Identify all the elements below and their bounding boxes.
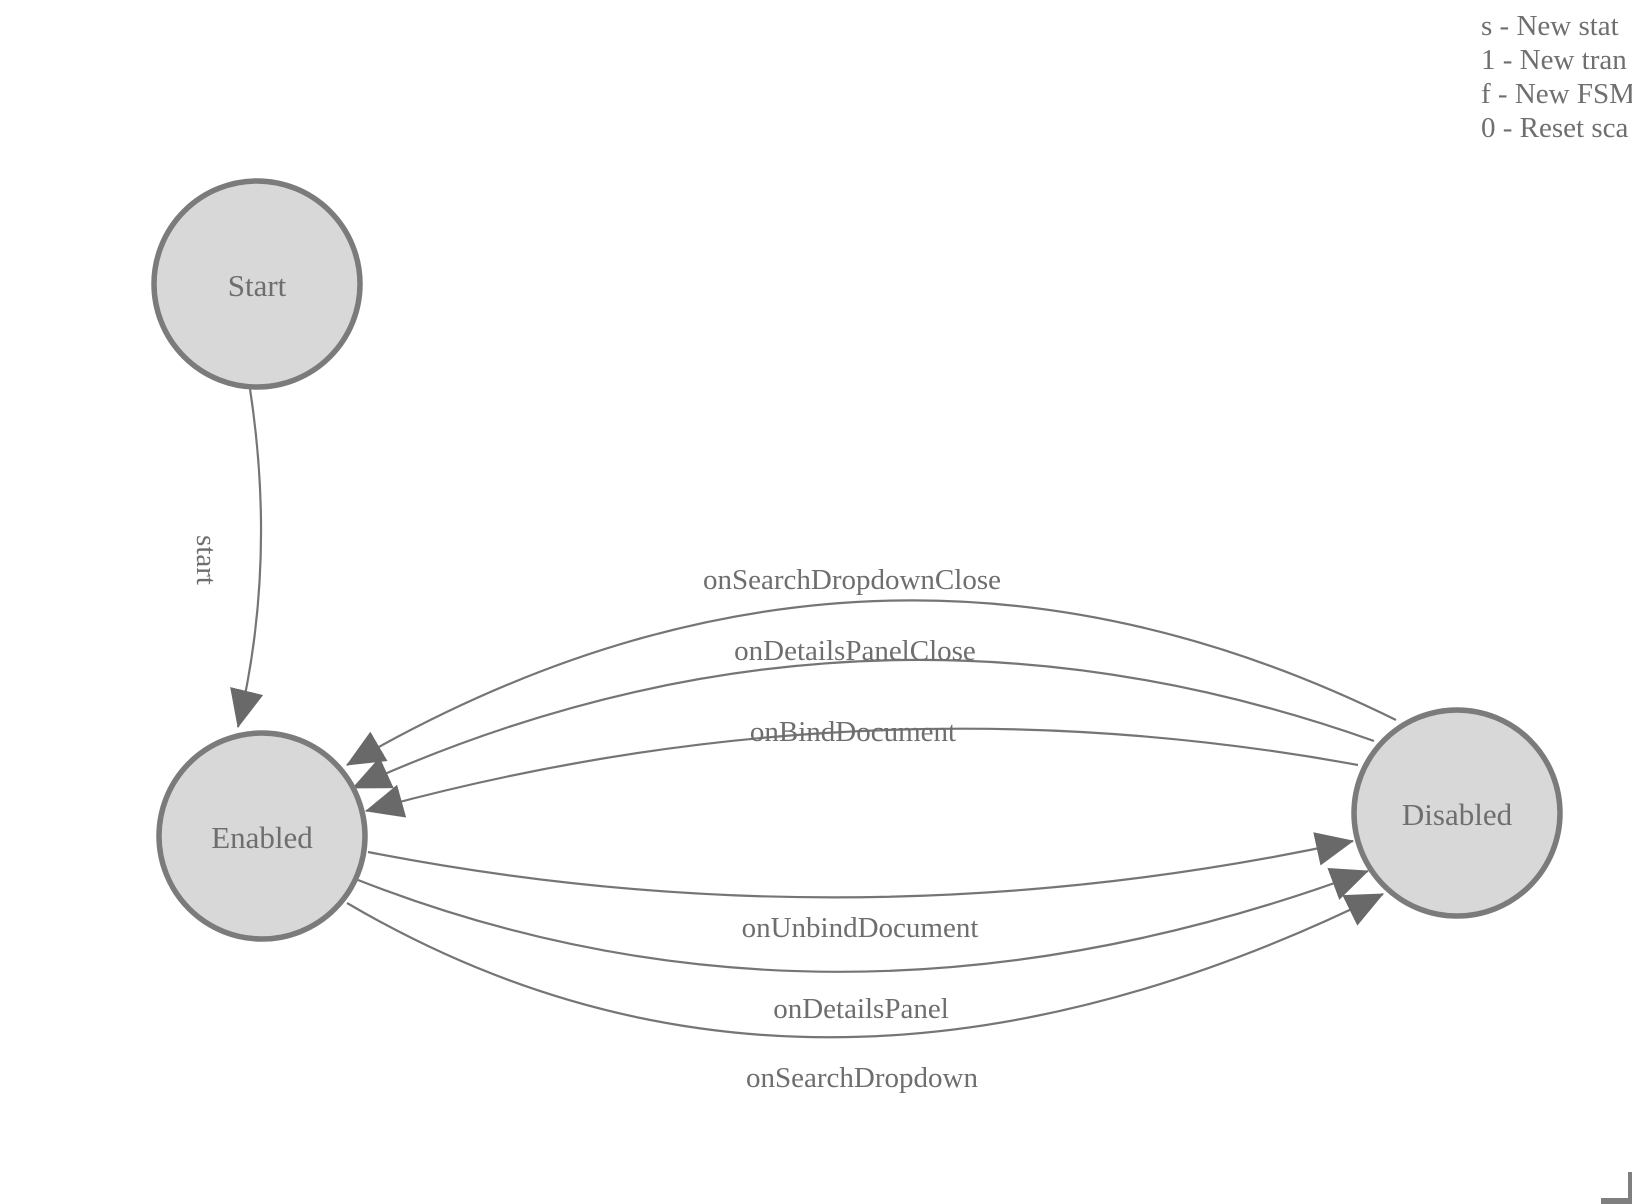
state-disabled-label: Disabled bbox=[1402, 797, 1513, 832]
state-start-label: Start bbox=[228, 268, 287, 303]
edge-onSearchDropdown[interactable] bbox=[346, 893, 1384, 1039]
legend-item-new-fsm: f - New FSM bbox=[1481, 78, 1632, 110]
transition-labels: start onSearchDropdownClose onDetailsPan… bbox=[190, 535, 1001, 1094]
edge-onDetailsPanelClose[interactable] bbox=[352, 658, 1375, 790]
legend-item-new-state: s - New stat bbox=[1481, 10, 1619, 42]
edge-onSearchDropdownClose[interactable] bbox=[346, 599, 1397, 766]
edge-label-onDetailsPanelClose: onDetailsPanelClose bbox=[734, 635, 976, 667]
paper-corner-horizontal bbox=[1601, 1198, 1632, 1204]
legend-item-new-transition: 1 - New tran bbox=[1481, 44, 1627, 76]
edge-label-onBindDocument: onBindDocument bbox=[750, 716, 956, 748]
edge-label-onUnbindDocument: onUnbindDocument bbox=[742, 912, 979, 944]
state-enabled-label: Enabled bbox=[211, 820, 313, 855]
state-start-circle[interactable] bbox=[151, 178, 363, 390]
edge-onUnbindDocument[interactable] bbox=[367, 832, 1354, 899]
edge-label-onSearchDropdownClose: onSearchDropdownClose bbox=[703, 564, 1001, 596]
edge-label-start: start bbox=[190, 535, 222, 585]
transition-edges bbox=[230, 388, 1397, 1039]
edge-onBindDocument[interactable] bbox=[365, 727, 1359, 818]
edge-onDetailsPanel[interactable] bbox=[357, 867, 1369, 973]
state-enabled-circle[interactable] bbox=[156, 730, 368, 942]
state-disabled-circle[interactable] bbox=[1351, 707, 1563, 919]
legend-item-reset-scale: 0 - Reset sca bbox=[1481, 112, 1629, 144]
edge-start[interactable] bbox=[230, 388, 264, 728]
state-start[interactable]: Start bbox=[151, 178, 363, 390]
paper-corner-vertical bbox=[1628, 1172, 1632, 1204]
state-enabled[interactable]: Enabled bbox=[156, 730, 368, 942]
edge-label-onDetailsPanel: onDetailsPanel bbox=[773, 993, 949, 1025]
edge-label-onSearchDropdown: onSearchDropdown bbox=[746, 1062, 978, 1094]
shortcut-legend: s - New stat 1 - New tran f - New FSM 0 … bbox=[1481, 9, 1632, 145]
state-disabled[interactable]: Disabled bbox=[1351, 707, 1563, 919]
